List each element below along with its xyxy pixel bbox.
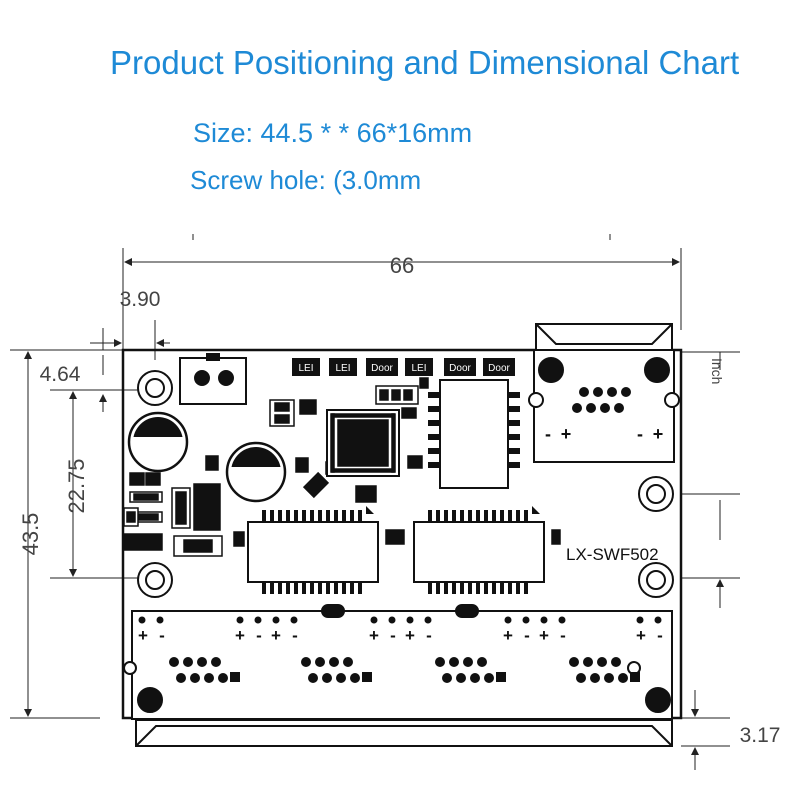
main-chip (326, 409, 400, 477)
dim-height-label: 43.5 (18, 513, 43, 556)
smd-components (123, 377, 561, 557)
uplink-polarity-4: + (653, 424, 664, 444)
chip-label-4: LEI (411, 363, 426, 374)
dim-overhang-label: 3.17 (740, 724, 781, 747)
port4-polarity-1: + (503, 626, 513, 645)
port4-polarity-4: - (560, 626, 566, 645)
power-terminal (179, 353, 247, 405)
uplink-polarity-1: - (545, 424, 551, 444)
port3-polarity-2: - (390, 626, 396, 645)
port5-polarity-2: - (657, 626, 663, 645)
port4-polarity-2: - (524, 626, 530, 645)
mounting-holes (137, 370, 674, 598)
dimension-lines (10, 234, 740, 770)
port-pins (138, 616, 662, 683)
chip-label-6: Door (488, 363, 510, 374)
dim-width-label: 66 (390, 253, 414, 278)
port3-polarity-4: - (426, 626, 432, 645)
port2-polarity-3: + (271, 626, 281, 645)
uplink-polarity-3: - (637, 424, 643, 444)
port3-polarity-1: + (369, 626, 379, 645)
port5-polarity-1: + (636, 626, 646, 645)
page-title: Product Positioning and Dimensional Char… (110, 44, 740, 81)
port1-polarity-1: + (138, 626, 148, 645)
port1-polarity-2: - (159, 626, 165, 645)
uplink-polarity-2: + (561, 424, 572, 444)
phy-chips (247, 506, 545, 594)
port2-polarity-4: - (292, 626, 298, 645)
chip-label-3: Door (371, 363, 393, 374)
port-bank (123, 604, 673, 747)
port3-polarity-3: + (405, 626, 415, 645)
unit-label: Inch (709, 358, 725, 384)
top-label-chips: LEI LEI Door LEI Door Door (292, 358, 515, 376)
port4-polarity-3: + (539, 626, 549, 645)
uplink-rj45-port (528, 323, 680, 463)
dim-hole-offset-y-label: 4.64 (40, 363, 81, 386)
capacitors (127, 411, 287, 503)
port2-polarity-2: - (256, 626, 262, 645)
dim-hole-offset-x-label: 3.90 (120, 288, 161, 311)
screw-hole-spec: Screw hole: (3.0mm (190, 165, 422, 195)
size-spec: Size: 44.5 * * 66*16mm (193, 118, 473, 148)
chip-label-2: LEI (335, 363, 350, 374)
board-model-label: LX-SWF502 (566, 545, 659, 564)
dim-hole-spacing-label: 22.75 (64, 458, 89, 513)
port2-polarity-1: + (235, 626, 245, 645)
transformer-block (428, 379, 520, 489)
chip-label-5: Door (449, 363, 471, 374)
chip-label-1: LEI (298, 363, 313, 374)
